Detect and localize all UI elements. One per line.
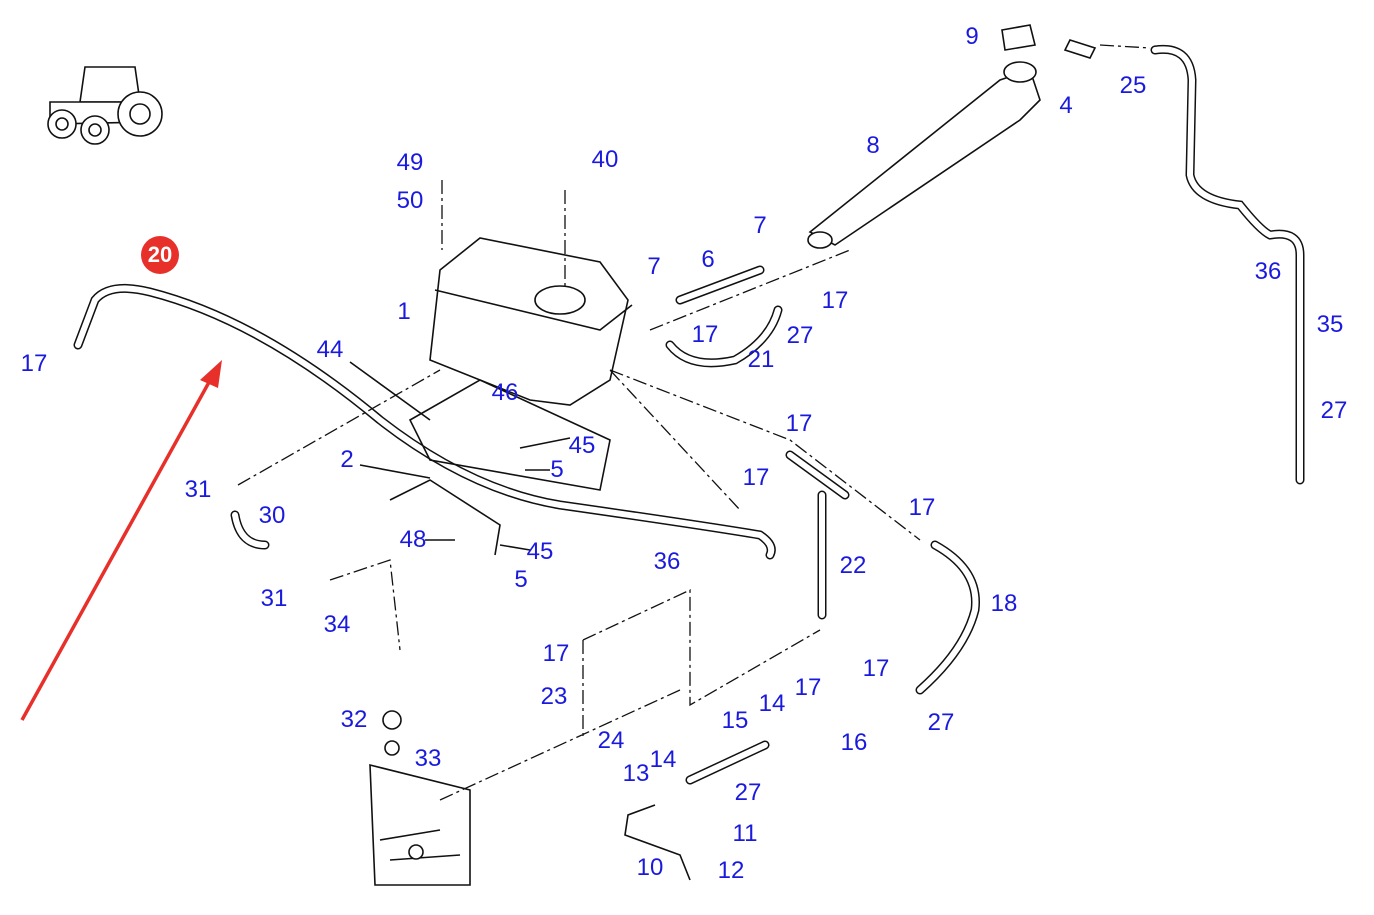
part-label-14[interactable]: 14 [758, 690, 786, 717]
part-label-40[interactable]: 40 [591, 146, 619, 173]
part-label-12[interactable]: 12 [717, 857, 745, 884]
part-label-8[interactable]: 8 [866, 132, 880, 159]
part-label-17[interactable]: 17 [794, 674, 822, 701]
part-label-27[interactable]: 27 [1320, 397, 1348, 424]
part-label-44[interactable]: 44 [316, 336, 344, 363]
part-label-7[interactable]: 7 [647, 253, 661, 280]
hose-36 [73, 283, 776, 560]
part-label-17[interactable]: 17 [20, 350, 48, 377]
part-label-30[interactable]: 30 [258, 502, 286, 529]
part-label-45[interactable]: 45 [568, 432, 596, 459]
part-label-15[interactable]: 15 [721, 707, 749, 734]
part-label-24[interactable]: 24 [597, 727, 625, 754]
part-label-7[interactable]: 7 [753, 212, 767, 239]
filler-neck-8 [807, 24, 1097, 249]
part-label-34[interactable]: 34 [323, 611, 351, 638]
part-label-17[interactable]: 17 [785, 410, 813, 437]
part-label-36[interactable]: 36 [1254, 258, 1282, 285]
part-label-5[interactable]: 5 [514, 566, 528, 593]
part-label-31[interactable]: 31 [184, 476, 212, 503]
part-label-5[interactable]: 5 [550, 456, 564, 483]
part-label-17[interactable]: 17 [908, 494, 936, 521]
part-label-25[interactable]: 25 [1119, 72, 1147, 99]
part-label-17[interactable]: 17 [821, 287, 849, 314]
part-label-21[interactable]: 21 [747, 346, 775, 373]
tractor-icon [47, 66, 163, 145]
part-label-27[interactable]: 27 [786, 322, 814, 349]
pointer-arrow [20, 360, 222, 721]
part-label-4[interactable]: 4 [1059, 92, 1073, 119]
part-label-16[interactable]: 16 [840, 729, 868, 756]
part-label-22[interactable]: 22 [839, 552, 867, 579]
part-label-17[interactable]: 17 [691, 321, 719, 348]
part-label-17[interactable]: 17 [742, 464, 770, 491]
part-label-18[interactable]: 18 [990, 590, 1018, 617]
part-label-1[interactable]: 1 [397, 298, 411, 325]
part-label-27[interactable]: 27 [927, 709, 955, 736]
part-label-48[interactable]: 48 [399, 526, 427, 553]
part-label-2[interactable]: 2 [340, 446, 354, 473]
part-label-9[interactable]: 9 [965, 23, 979, 50]
part-label-17[interactable]: 17 [862, 655, 890, 682]
part-label-45[interactable]: 45 [526, 538, 554, 565]
part-label-49[interactable]: 49 [396, 149, 424, 176]
part-label-50[interactable]: 50 [396, 187, 424, 214]
part-label-33[interactable]: 33 [414, 745, 442, 772]
part-label-14[interactable]: 14 [649, 746, 677, 773]
part-label-23[interactable]: 23 [540, 683, 568, 710]
part-label-13[interactable]: 13 [622, 760, 650, 787]
part-label-11[interactable]: 11 [732, 820, 758, 847]
part-label-17[interactable]: 17 [542, 640, 570, 667]
part-label-6[interactable]: 6 [701, 246, 715, 273]
part-label-35[interactable]: 35 [1316, 311, 1344, 338]
part-label-46[interactable]: 46 [491, 379, 519, 406]
highlighted-part-badge[interactable]: 20 [141, 236, 179, 274]
tank-1 [389, 237, 633, 556]
part-label-31[interactable]: 31 [260, 585, 288, 612]
part-label-32[interactable]: 32 [340, 706, 368, 733]
part-label-27[interactable]: 27 [734, 779, 762, 806]
part-label-10[interactable]: 10 [636, 854, 664, 881]
part-label-36[interactable]: 36 [653, 548, 681, 575]
